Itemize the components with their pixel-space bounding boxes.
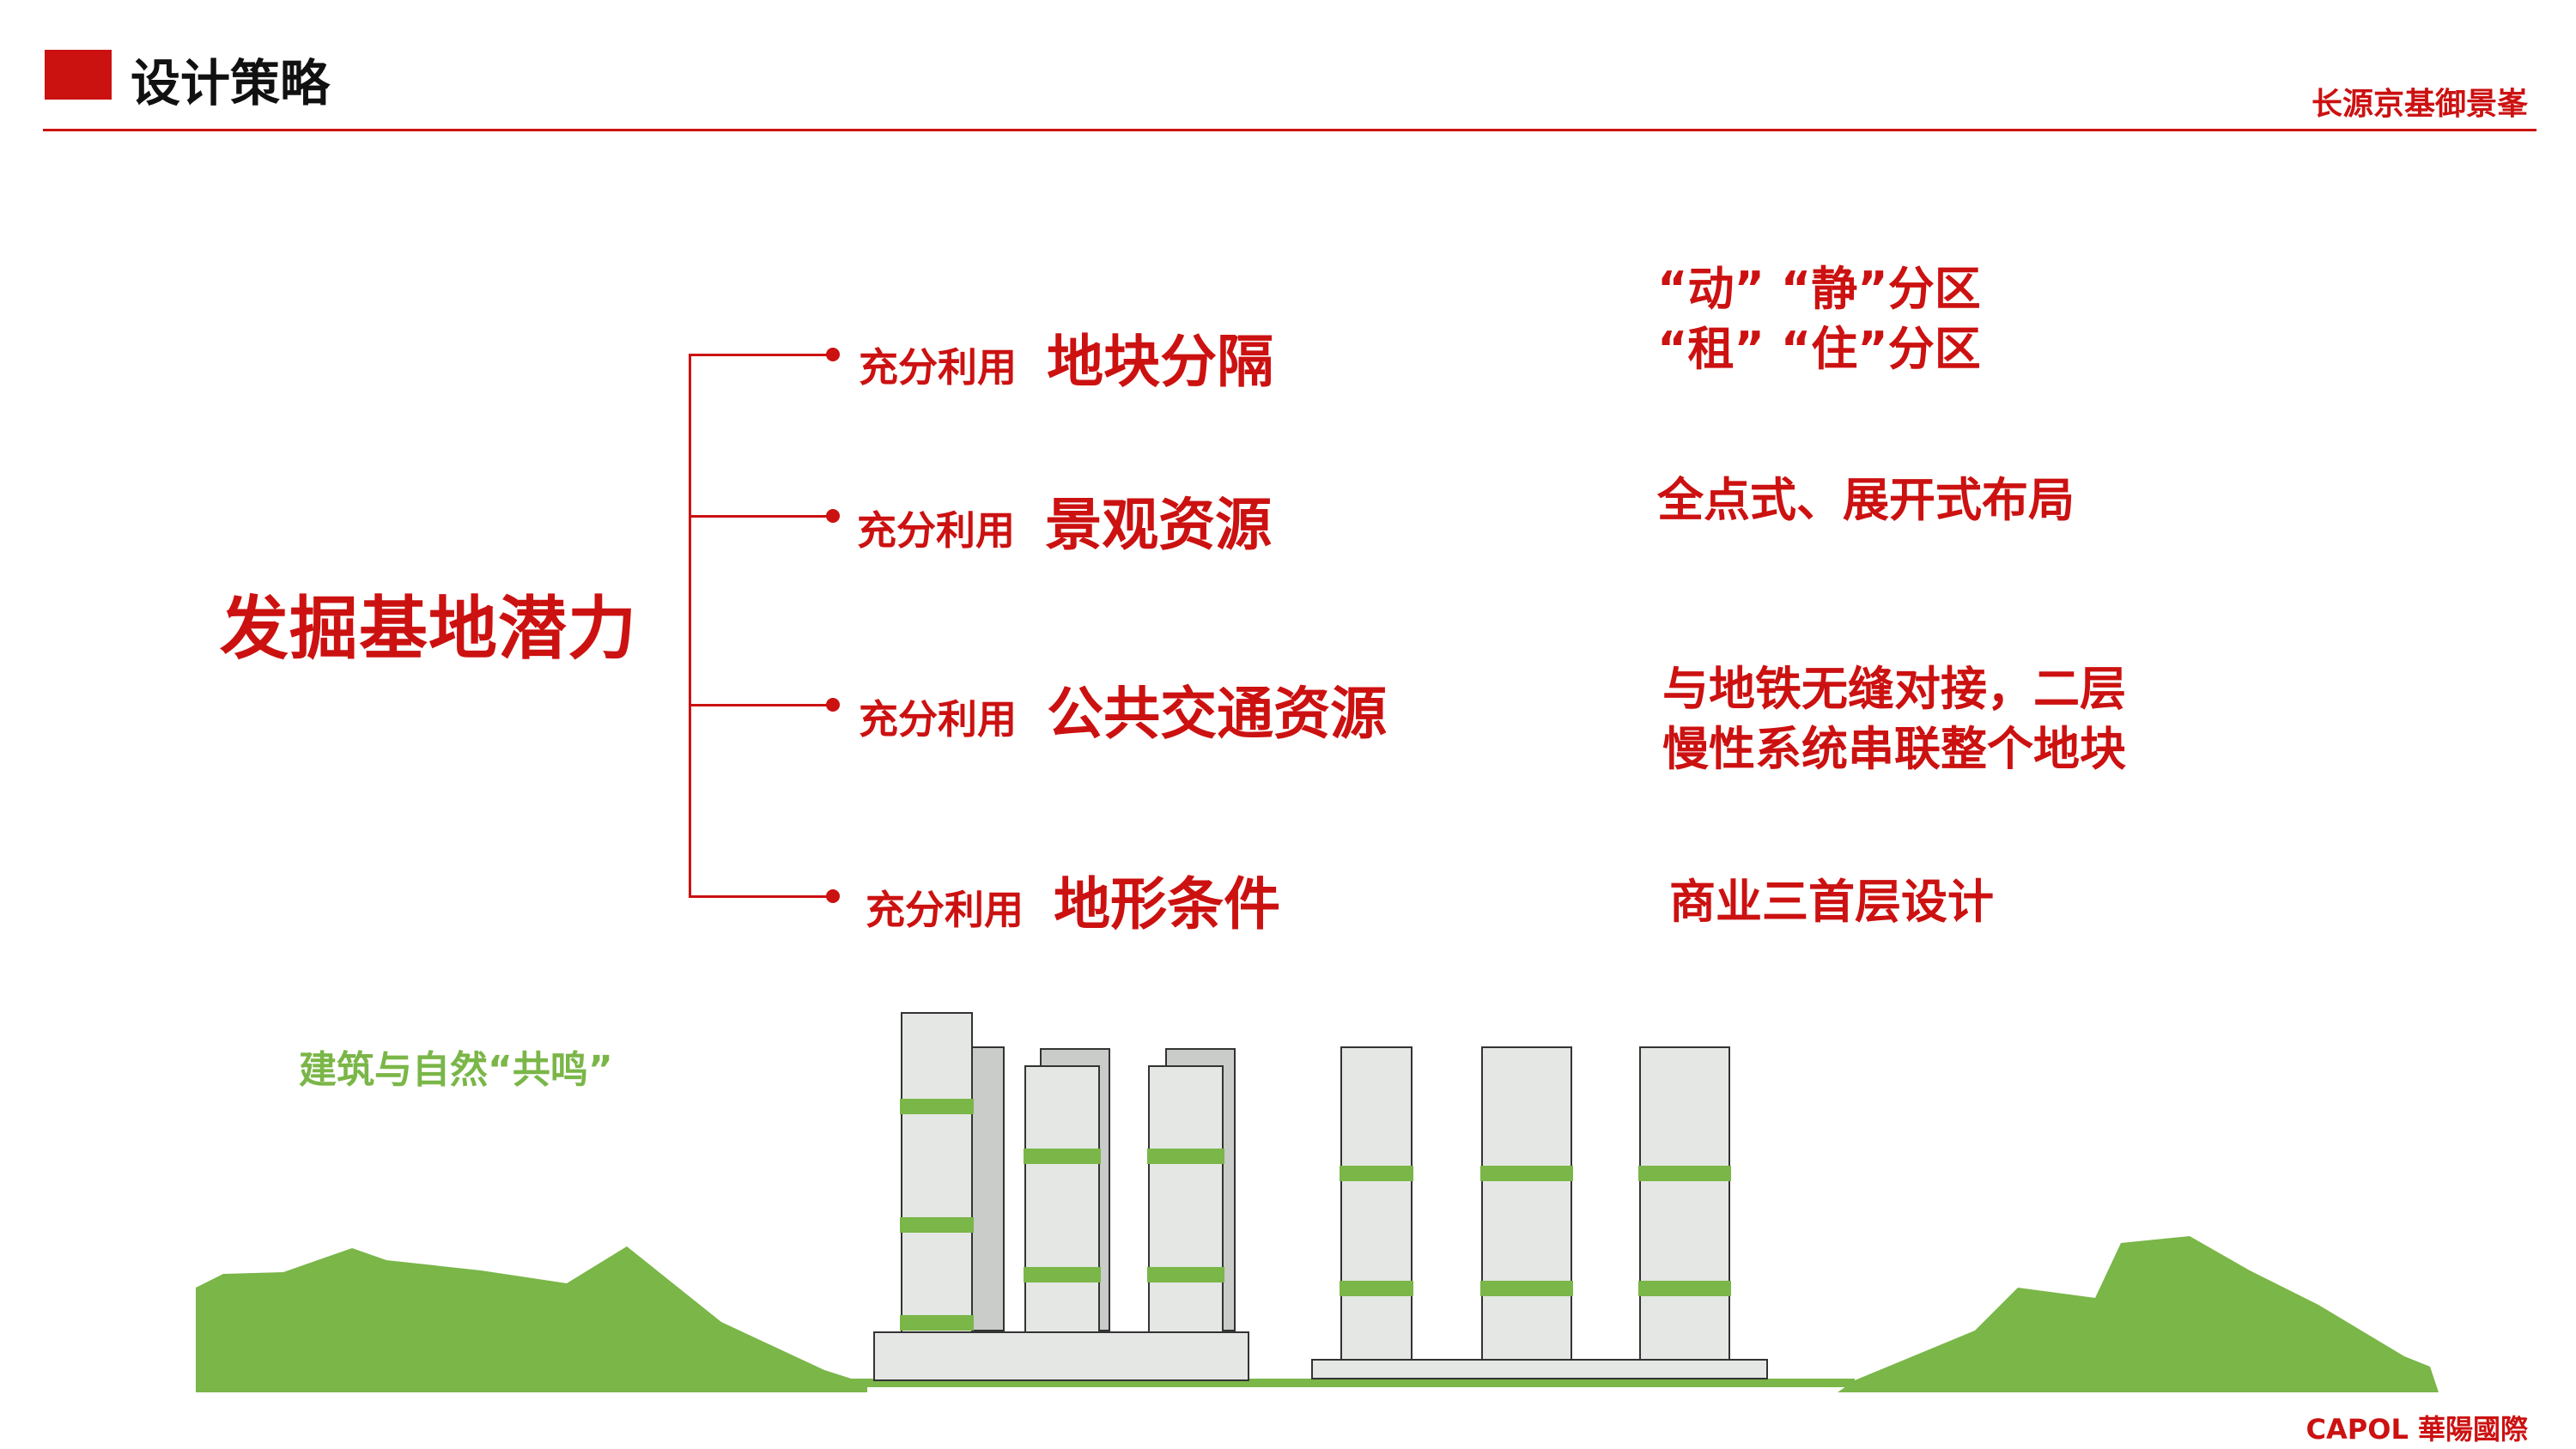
tower xyxy=(1481,1046,1572,1361)
branch-note-1b: “租” “住”分区 xyxy=(1657,322,1981,376)
branch-bullet-2 xyxy=(826,509,840,523)
green-band xyxy=(900,1315,974,1331)
branch-bullet-3 xyxy=(826,698,840,712)
branch-keyword: 地块分隔 xyxy=(1047,329,1274,395)
branch-item-3: 充分利用 公共交通资源 xyxy=(859,668,1387,750)
branch-note-3b: 慢性系统串联整个地块 xyxy=(1662,722,2126,776)
bracket-arm-4 xyxy=(689,895,835,898)
branch-keyword: 景观资源 xyxy=(1045,492,1273,558)
tower xyxy=(901,1012,973,1333)
branch-item-2: 充分利用 景观资源 xyxy=(857,479,1272,561)
tower xyxy=(1148,1065,1224,1333)
ground-strip xyxy=(824,1379,1855,1387)
hill-right xyxy=(1838,1236,2439,1392)
branch-prefix: 充分利用 xyxy=(857,507,1015,554)
tower xyxy=(1340,1046,1413,1361)
branch-prefix: 充分利用 xyxy=(866,887,1024,933)
tower xyxy=(1639,1046,1730,1361)
bracket-arm-3 xyxy=(689,704,835,706)
title-marker xyxy=(45,50,112,100)
branch-bullet-4 xyxy=(826,889,840,903)
green-band xyxy=(1340,1281,1413,1296)
branch-item-4: 充分利用 地形条件 xyxy=(866,858,1280,941)
illustration-caption: 建筑与自然“共鸣” xyxy=(299,1048,613,1092)
branch-item-1: 充分利用 地块分隔 xyxy=(859,316,1273,398)
branch-bullet-1 xyxy=(826,348,840,361)
bracket-arm-2 xyxy=(689,515,835,518)
bracket-arm-1 xyxy=(689,354,835,356)
green-band xyxy=(1638,1281,1731,1296)
hill-left xyxy=(196,1246,867,1392)
strategy-main-title: 发掘基地潜力 xyxy=(220,589,637,669)
branch-note-4a: 商业三首层设计 xyxy=(1669,875,1994,929)
branch-note-2a: 全点式、展开式布局 xyxy=(1657,473,2075,527)
header-divider xyxy=(43,129,2537,131)
branch-note-1a: “动” “静”分区 xyxy=(1657,262,1981,316)
branch-prefix: 充分利用 xyxy=(859,344,1017,391)
podium-left xyxy=(873,1331,1249,1381)
page-title: 设计策略 xyxy=(131,54,331,112)
green-band xyxy=(900,1217,974,1233)
bracket-vertical-line xyxy=(689,354,691,898)
company-logo: CAPOL 華陽國際 xyxy=(2306,1413,2528,1446)
green-band xyxy=(1024,1267,1101,1282)
green-band xyxy=(1638,1166,1731,1181)
green-band xyxy=(1480,1281,1573,1296)
green-band xyxy=(900,1099,974,1114)
project-brand: 长源京基御景峯 xyxy=(2311,87,2528,122)
green-band xyxy=(1340,1166,1413,1181)
branch-prefix: 充分利用 xyxy=(859,696,1017,743)
branch-keyword: 公共交通资源 xyxy=(1047,681,1388,747)
green-band xyxy=(1147,1149,1224,1164)
green-band xyxy=(1024,1149,1101,1164)
tower xyxy=(1024,1065,1100,1333)
green-band xyxy=(1147,1267,1224,1282)
green-band xyxy=(1480,1166,1573,1181)
branch-keyword: 地形条件 xyxy=(1054,871,1281,937)
branch-note-3a: 与地铁无缝对接，二层 xyxy=(1662,662,2126,716)
podium-right xyxy=(1311,1359,1768,1379)
